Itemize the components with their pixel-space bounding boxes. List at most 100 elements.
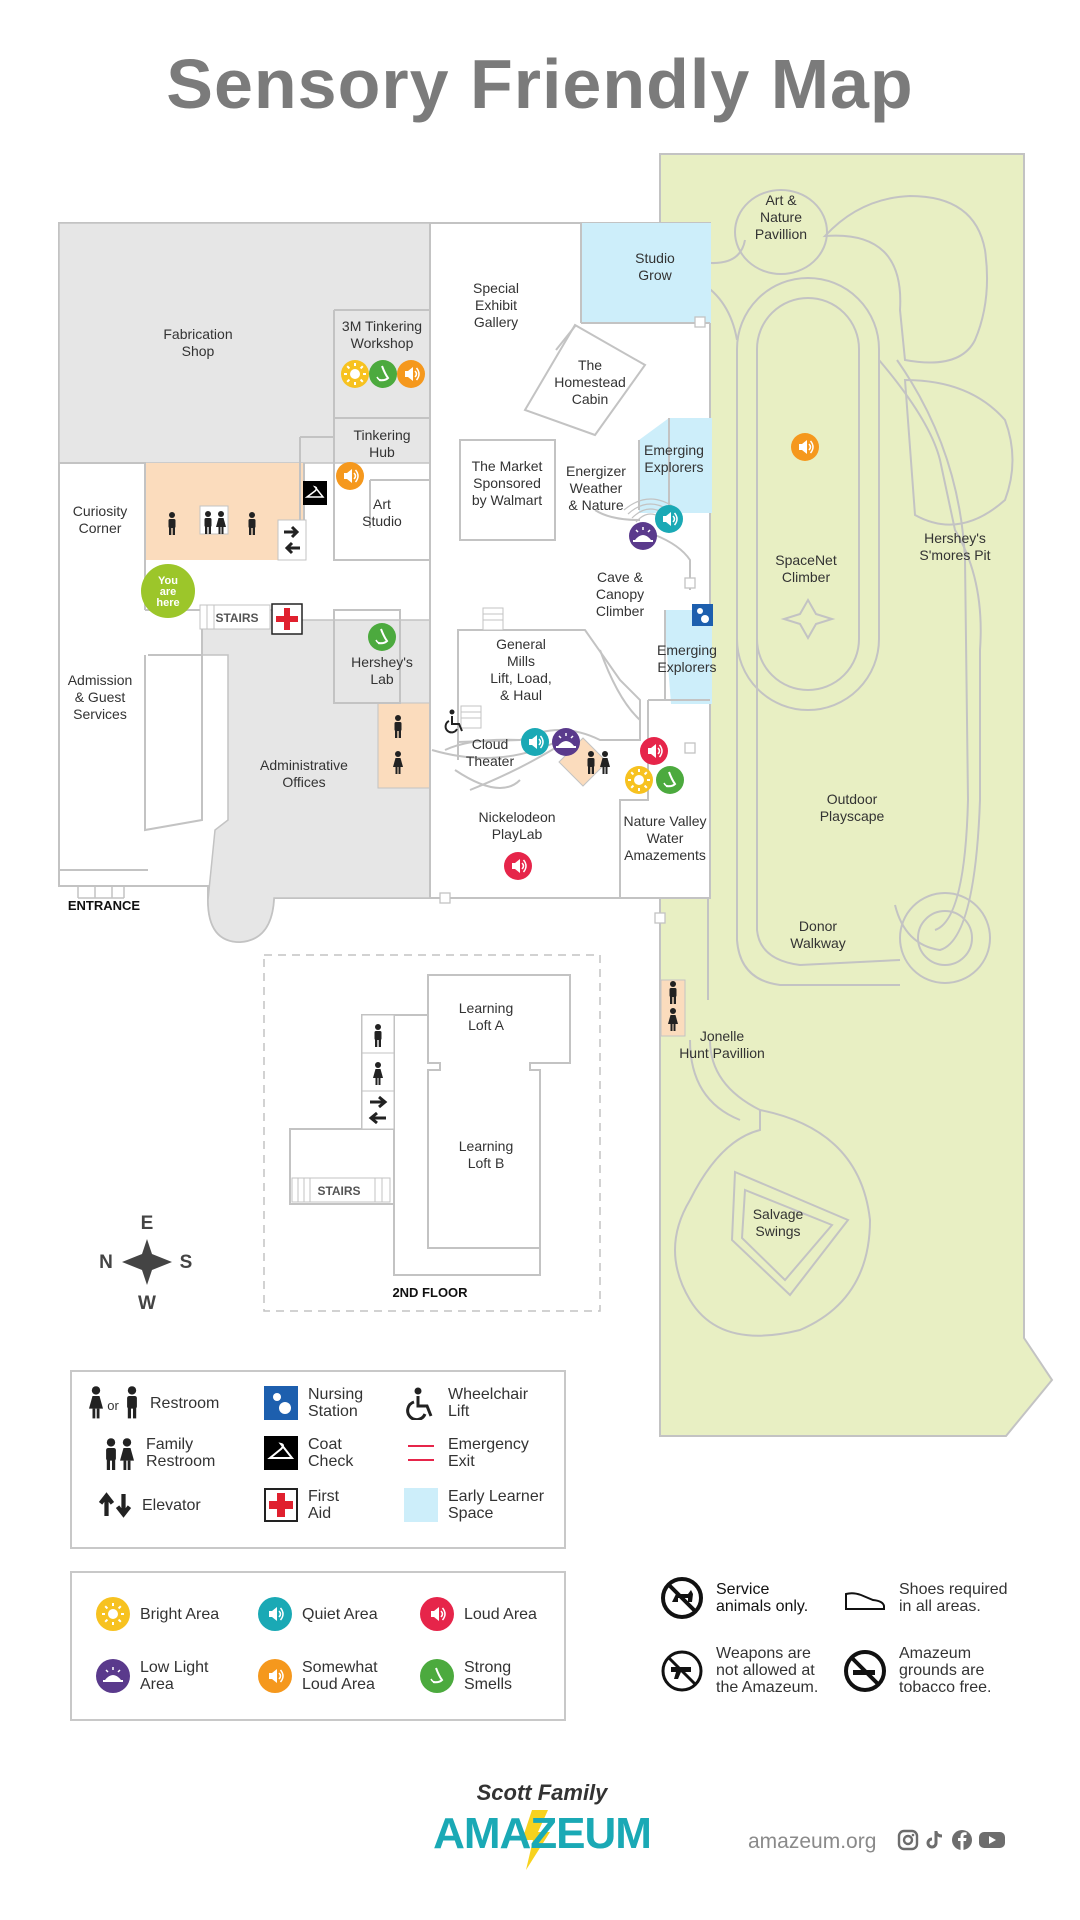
legend-bright-label: Bright Area: [140, 1605, 220, 1623]
restroom-icon: or: [88, 1386, 140, 1420]
legend-low-light: Low Light Area: [96, 1659, 209, 1693]
rule-tobacco-text: Amazeum grounds are tobacco free.: [899, 1645, 992, 1696]
legend-family-restroom: Family Restroom: [102, 1436, 215, 1470]
legend-family-restroom-label: Family Restroom: [146, 1436, 216, 1470]
compass-s: S: [180, 1252, 193, 1273]
legend-elevator-label: Elevator: [142, 1496, 201, 1514]
youtube-icon[interactable]: [978, 1829, 1006, 1851]
tiktok-icon[interactable]: [924, 1829, 946, 1851]
shoe-icon: [845, 1592, 885, 1610]
nursing-station-icon: [692, 604, 713, 626]
wheelchair-icon: [404, 1386, 438, 1420]
family-restroom-icon: [102, 1436, 136, 1470]
logo-scott-family: Scott Family: [477, 1780, 610, 1805]
legend-first-aid: First Aid: [264, 1488, 339, 1522]
compass-e: E: [141, 1213, 154, 1234]
logo-amazeum: AMAZEUM: [433, 1809, 651, 1858]
legend-early-learner: Early Learner Space: [404, 1488, 544, 1522]
legend-nursing: Nursing Station: [264, 1386, 363, 1420]
nursing-station-icon: [264, 1386, 298, 1420]
coat-check-icon: [303, 481, 327, 505]
instagram-icon[interactable]: [897, 1829, 919, 1851]
legend-somewhat-loud-label: Somewhat Loud Area: [302, 1659, 378, 1693]
legend-wheelchair: Wheelchair Lift: [404, 1386, 528, 1420]
legend-quiet-label: Quiet Area: [302, 1605, 378, 1623]
quiet-area-icon: [258, 1597, 292, 1631]
sensory-legend: Bright Area Quiet Area Loud Area Low Lig…: [70, 1571, 566, 1721]
first-aid-icon: [264, 1488, 298, 1522]
legend-wheelchair-label: Wheelchair Lift: [448, 1386, 529, 1420]
loud-area-icon: [420, 1597, 454, 1631]
restroom-or: or: [107, 1398, 119, 1413]
label-entrance: ENTRANCE: [68, 898, 141, 913]
legend-loud: Loud Area: [420, 1597, 537, 1631]
legend-coat-check-label: Coat Check: [308, 1436, 354, 1470]
bright-area-icon: [96, 1597, 130, 1631]
coat-check-icon: [264, 1436, 298, 1470]
website-url[interactable]: amazeum.org: [748, 1830, 877, 1853]
page-title: Sensory Friendly Map: [166, 45, 914, 123]
somewhat-loud-icon: [258, 1659, 292, 1693]
low-light-icon: [552, 522, 657, 756]
facilities-legend: or Restroom Nursing Station Wheelchair L…: [70, 1370, 566, 1549]
no-weapons-icon: [661, 1650, 703, 1691]
somewhat-loud-icon: [336, 360, 819, 490]
legend-low-light-label: Low Light Area: [140, 1659, 209, 1693]
rule-tobacco: Amazeum grounds are tobacco free.: [843, 1645, 992, 1696]
elevator-icon: [277, 519, 395, 1130]
strong-smells-icon: [420, 1659, 454, 1693]
strong-smells-icon: [368, 360, 684, 794]
legend-restroom-label: Restroom: [150, 1394, 220, 1412]
facebook-icon[interactable]: [951, 1829, 973, 1851]
rule-weapons-text: Weapons are not allowed at the Amazeum.: [716, 1645, 819, 1696]
rule-service-animals-text: Service animals only.: [716, 1581, 809, 1615]
early-learner-icon: [404, 1488, 438, 1522]
legend-restroom: or Restroom: [88, 1386, 219, 1420]
amazeum-logo: Scott Family AMAZEUM: [433, 1780, 652, 1870]
emergency-exit-icon: [404, 1436, 438, 1470]
low-light-icon: [96, 1659, 130, 1693]
compass-icon: E N S W: [99, 1213, 192, 1314]
rule-shoes-text: Shoes required in all areas.: [899, 1581, 1008, 1615]
legend-bright: Bright Area: [96, 1597, 219, 1631]
rule-shoes: Shoes required in all areas.: [843, 1578, 1008, 1618]
no-smoking-icon: [844, 1649, 886, 1692]
legend-loud-label: Loud Area: [464, 1605, 537, 1623]
label-stairs-2: STAIRS: [317, 1184, 360, 1198]
label-second-floor: 2ND FLOOR: [392, 1285, 468, 1300]
rule-weapons: Weapons are not allowed at the Amazeum.: [660, 1645, 818, 1696]
legend-coat-check: Coat Check: [264, 1436, 353, 1470]
legend-somewhat-loud: Somewhat Loud Area: [258, 1659, 378, 1693]
legend-emergency-exit-label: Emergency Exit: [448, 1436, 529, 1470]
quiet-area-icon: [521, 505, 683, 756]
legend-first-aid-label: First Aid: [308, 1488, 340, 1522]
restroom-icon: [168, 505, 678, 1092]
rule-service-animals: Service animals only.: [660, 1576, 808, 1620]
elevator-icon: [98, 1488, 132, 1522]
legend-nursing-label: Nursing Station: [308, 1386, 364, 1420]
